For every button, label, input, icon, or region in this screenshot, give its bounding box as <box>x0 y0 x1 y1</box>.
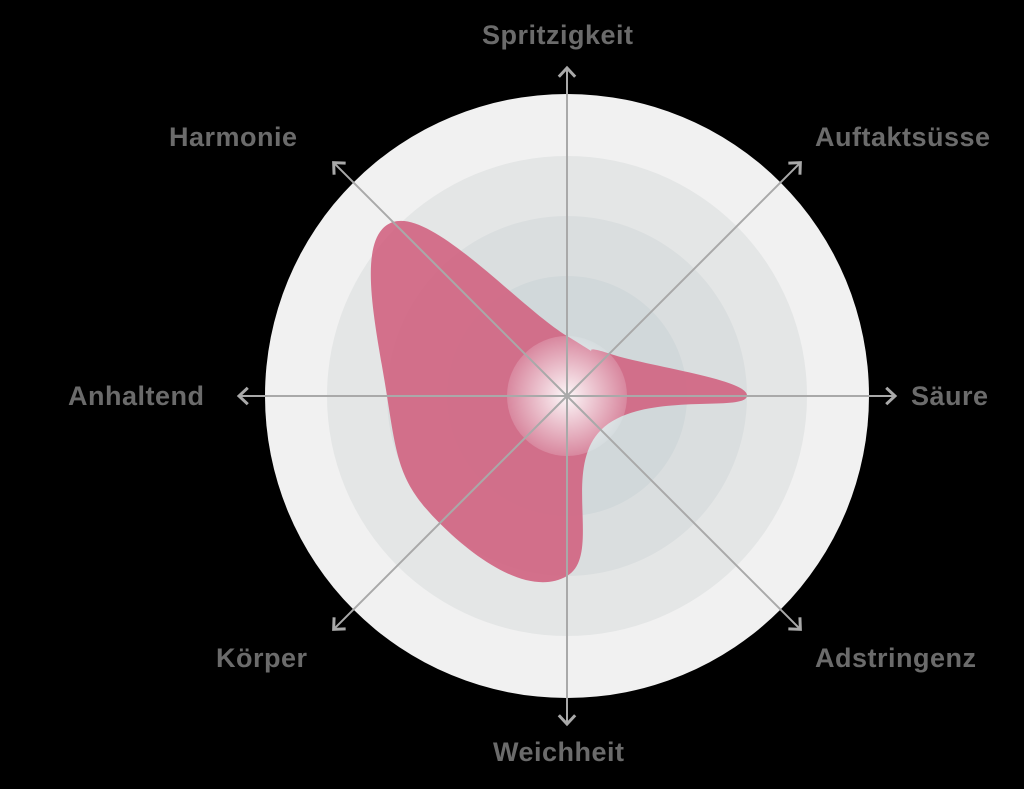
label-auftaktsuesse: Auftaktsüsse <box>815 122 991 152</box>
arrow-icon <box>332 617 346 631</box>
arrow-icon <box>332 161 346 175</box>
axis-line <box>566 395 802 631</box>
axis-line <box>566 161 802 397</box>
arrow-icon <box>557 65 577 78</box>
arrow-icon <box>788 617 802 631</box>
label-weichheit: Weichheit <box>493 737 625 767</box>
label-harmonie: Harmonie <box>169 122 298 152</box>
label-spritzigkeit: Spritzigkeit <box>482 20 634 50</box>
axis-line <box>332 161 568 397</box>
label-koerper: Körper <box>216 643 308 673</box>
arrow-icon <box>885 386 898 406</box>
arrow-icon <box>557 714 577 727</box>
arrow-icon <box>788 161 802 175</box>
axis-line <box>332 395 568 631</box>
label-anhaltend: Anhaltend <box>68 381 205 411</box>
label-saeure: Säure <box>911 381 989 411</box>
axes <box>236 65 898 727</box>
arrow-icon <box>236 386 249 406</box>
label-adstringenz: Adstringenz <box>815 643 977 673</box>
